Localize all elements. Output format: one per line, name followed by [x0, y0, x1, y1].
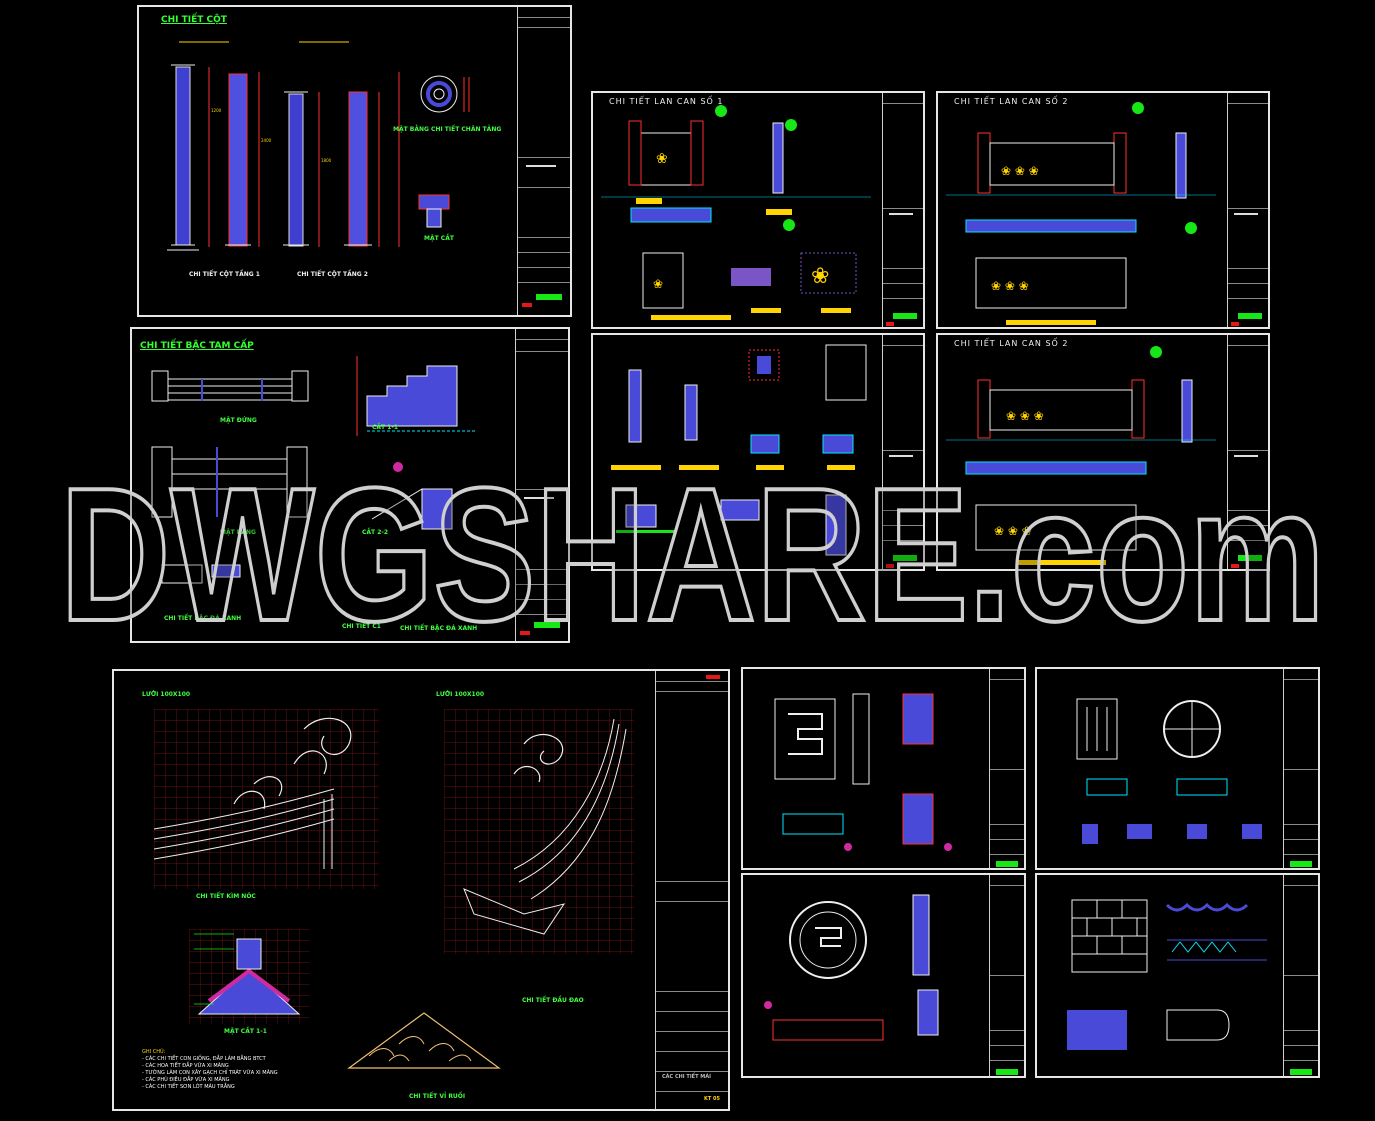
label-section-2: CẮT 2-2: [362, 529, 389, 536]
note-line: - CÁC CHI TIẾT SƠN LÓT MÀU TRẮNG: [142, 1084, 235, 1090]
sheet-column-detail[interactable]: CHI TIẾT CỘT 1200 2400 1800 CHI TIẾT CỘT T…: [137, 5, 572, 317]
label-stone-2: CHI TIẾT BẬC ĐÁ XANH: [400, 625, 478, 632]
svg-text:❀ ❀ ❀: ❀ ❀ ❀: [1006, 409, 1044, 423]
label-elevation: MẶT ĐỨNG: [220, 417, 257, 424]
sheet-railing-details[interactable]: [591, 333, 925, 571]
column-plan: [420, 75, 470, 113]
window-pattern-drawing: [774, 693, 952, 851]
fly-gable-drawing: [347, 1012, 501, 1069]
wall-pattern-drawing: [1067, 899, 1267, 1050]
step-plan: [151, 446, 308, 518]
roof-corner-drawing: [444, 709, 634, 954]
sheet-title: CHI TIẾT LAN CAN SỐ 2: [954, 339, 1069, 348]
label-section-1: CẮT 1-1: [372, 424, 399, 431]
window-round-drawing: [1076, 698, 1262, 844]
grid-label-1: LƯỚI 100X100: [142, 691, 191, 698]
sheet-step-detail[interactable]: CHI TIẾT BẬC TAM CẤP MẶT ĐỨNG MẶT BẰNG C…: [130, 327, 570, 643]
label-stone-1: CHI TIẾT BẬC ĐÁ XANH: [164, 615, 242, 622]
title-block: [1227, 93, 1268, 327]
label-plan: MẶT BẰNG: [220, 529, 256, 536]
sheet-window-detail-1[interactable]: [741, 667, 1026, 870]
svg-text:❀ ❀ ❀: ❀ ❀ ❀: [994, 524, 1032, 538]
svg-text:1800: 1800: [321, 158, 332, 163]
section-label: MẶT CẮT: [424, 235, 454, 242]
sheet-title: CHI TIẾT BẬC TAM CẤP: [140, 341, 254, 351]
svg-text:❀ ❀ ❀: ❀ ❀ ❀: [1001, 164, 1039, 178]
column-label-2: CHI TIẾT CỘT TẦNG 2: [297, 271, 368, 278]
grid-label-2: LƯỚI 100X100: [436, 691, 485, 698]
round-window-drawing: [764, 894, 939, 1041]
title-block: [515, 329, 568, 641]
step-section-1: [356, 356, 477, 436]
title-block: [989, 875, 1024, 1076]
title-block: [882, 335, 923, 569]
column-label-1: CHI TIẾT CỘT TẦNG 1: [189, 271, 260, 278]
note-line: - CÁC CHI TIẾT CON GIỐNG, ĐẮP LÀM BẰNG B…: [142, 1056, 266, 1062]
sheet-window-detail-2[interactable]: [1035, 667, 1320, 870]
sheet-railing-2a[interactable]: CHI TIẾT LAN CAN SỐ 2 ❀ ❀ ❀ ❀ ❀ ❀: [936, 91, 1270, 329]
railing-2a-drawing: ❀ ❀ ❀ ❀ ❀ ❀: [946, 102, 1216, 325]
svg-text:❀ ❀ ❀: ❀ ❀ ❀: [991, 279, 1029, 293]
label-corner: CHI TIẾT ĐẦU ĐAO: [522, 997, 584, 1004]
sheet-railing-1[interactable]: CHI TIẾT LAN CAN SỐ 1 ❀ ❀ ❀: [591, 91, 925, 329]
tb-sheet-code: KT 05: [704, 1096, 720, 1102]
label-c1: CHI TIẾT C1: [342, 623, 381, 630]
svg-text:❀: ❀: [653, 277, 663, 291]
title-block: [517, 7, 570, 315]
label-ridge: CHI TIẾT KÌM NÓC: [196, 893, 256, 900]
sheet-title: CHI TIẾT LAN CAN SỐ 1: [609, 97, 724, 106]
step-elevation: [151, 370, 309, 402]
title-block: [989, 669, 1024, 868]
note-line: - TƯỜNG LÀM CON XÂY GẠCH CHỈ TRÁT VỮA XI…: [142, 1070, 278, 1076]
column-drawing: 1200 2400 1800: [167, 41, 400, 251]
sheet-roof-details[interactable]: LƯỚI 100X100 LƯỚI 100X100 CHI TIẾT KÌM N…: [112, 669, 730, 1111]
step-section-2: [371, 462, 453, 530]
roof-ridge-drawing: [153, 709, 379, 889]
svg-text:1200: 1200: [211, 108, 222, 113]
label-gable: CHI TIẾT VỈ RUỒI: [409, 1093, 466, 1100]
sheet-window-detail-3[interactable]: [741, 873, 1026, 1078]
svg-text:❀: ❀: [656, 151, 668, 167]
title-block: [1283, 875, 1318, 1076]
svg-text:❀: ❀: [811, 264, 829, 289]
title-block: [1227, 335, 1268, 569]
sheet-title: CHI TIẾT LAN CAN SỐ 2: [954, 97, 1069, 106]
roof-section: [189, 929, 309, 1024]
sheet-title: CHI TIẾT CỘT: [161, 15, 227, 25]
tb-sheet-label: CÁC CHI TIẾT MÁI: [662, 1074, 711, 1080]
title-block: [882, 93, 923, 327]
title-block: [1283, 669, 1318, 868]
railing-1-drawing: ❀ ❀ ❀: [601, 105, 871, 320]
label-section: MẶT CẮT 1-1: [224, 1028, 267, 1035]
railing-details-drawing: [611, 344, 867, 556]
step-stone-detail: [161, 564, 241, 584]
column-base-section: [418, 194, 450, 228]
svg-text:2400: 2400: [261, 138, 272, 143]
title-block: CÁC CHI TIẾT MÁI KT 05: [655, 671, 728, 1109]
note-line: - CÁC HOA TIẾT ĐẮP VỮA XI MĂNG: [142, 1063, 229, 1069]
plan-label: MẶT BẰNG CHI TIẾT CHÂN TẢNG: [393, 126, 502, 133]
railing-2b-drawing: ❀ ❀ ❀ ❀ ❀ ❀: [946, 346, 1216, 565]
sheet-wall-detail[interactable]: [1035, 873, 1320, 1078]
notes: GHI CHÚ: - CÁC CHI TIẾT CON GIỐNG, ĐẮP L…: [142, 1049, 278, 1091]
sheet-railing-2b[interactable]: CHI TIẾT LAN CAN SỐ 2 ❀ ❀ ❀ ❀ ❀ ❀: [936, 333, 1270, 571]
note-heading: GHI CHÚ:: [142, 1049, 166, 1055]
note-line: - CÁC PHÙ ĐIÊU ĐẮP VỮA XI MĂNG: [142, 1077, 230, 1083]
